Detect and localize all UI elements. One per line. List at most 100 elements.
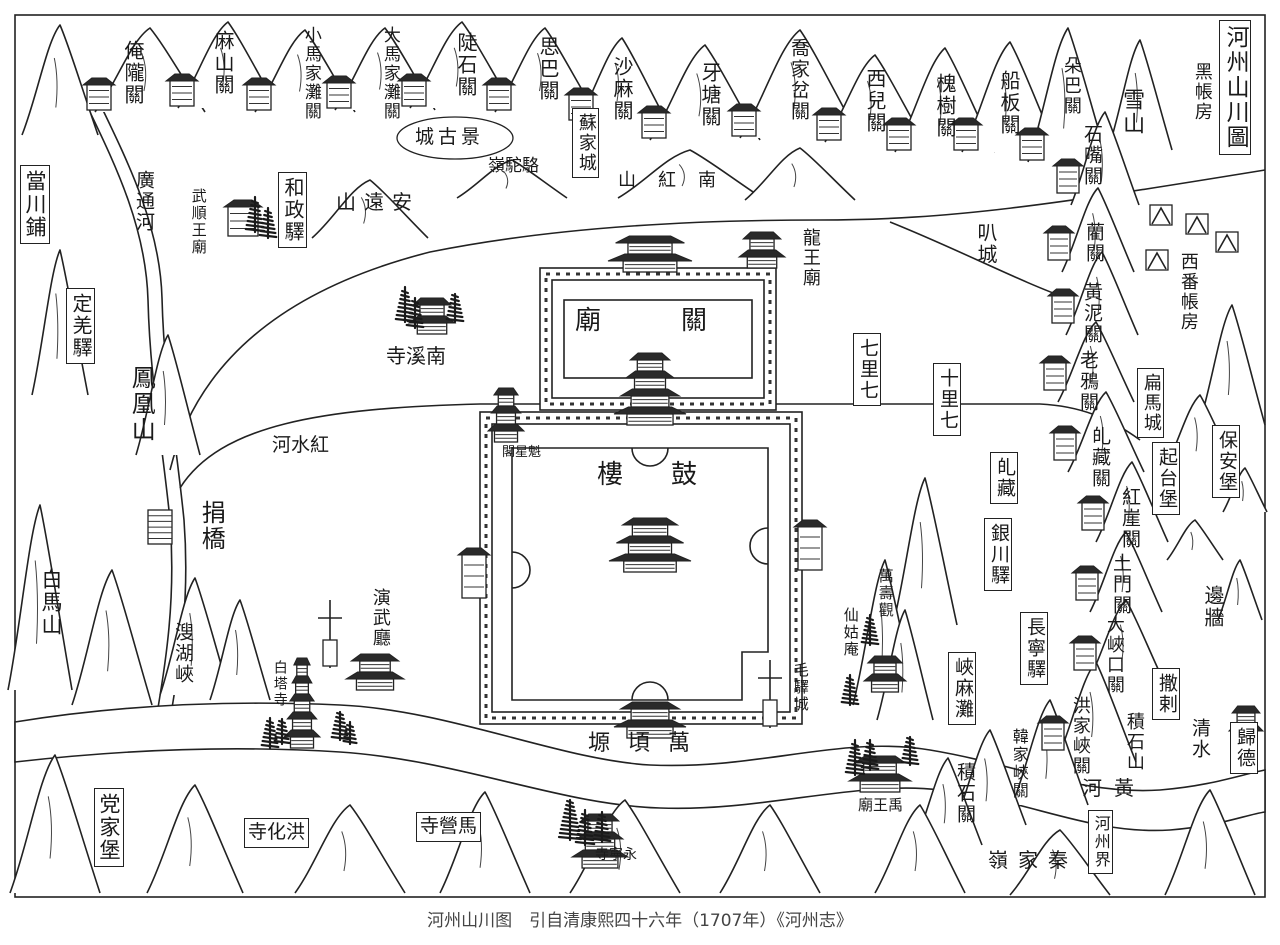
pass-gate-icon (1042, 225, 1076, 261)
label-pass-siba: 思巴關 (536, 36, 560, 102)
pass-gate-icon (321, 75, 357, 109)
pass-gate-icon (792, 519, 828, 571)
city-inner-square (511, 447, 769, 701)
label-maying-si: 馬營寺 (416, 812, 482, 842)
mountain-texture (937, 79, 942, 127)
label-kuixingge: 魁星閣 (502, 445, 542, 460)
mountain-peak (744, 147, 856, 201)
label-kucheng: 叭城 (974, 222, 998, 266)
label-luotuoling: 駱駝嶺 (488, 156, 539, 176)
north-main-tower (613, 352, 687, 426)
label-qilitun: 七里七 (853, 333, 881, 406)
mountain-texture (790, 62, 796, 112)
mountain-peak (311, 179, 429, 239)
label-heizhangfang: 黑帳房 (1191, 62, 1213, 122)
pass-gate-icon (811, 107, 847, 141)
label-xiangu-an: 仙姑庵 (841, 607, 860, 658)
label-dangjiabao: 党家堡 (94, 788, 125, 867)
mountain-texture (297, 54, 302, 92)
mountain-texture (1202, 821, 1207, 869)
mountain-texture (616, 827, 622, 870)
north-gate-tower (607, 235, 693, 273)
mountain-peak (9, 754, 101, 894)
label-maoyicheng: 毛驛城 (791, 662, 810, 713)
label-qitai-bao: 起台堡 (1152, 442, 1180, 515)
mountain-peak (439, 791, 531, 894)
label-pass-damajiatan: 大馬家灘關 (379, 26, 400, 121)
mountain-peak (1061, 187, 1135, 273)
mountain-peak (617, 149, 763, 199)
tree-icon (342, 720, 358, 746)
mountain-texture (678, 164, 685, 187)
tent-icon (1145, 249, 1169, 271)
mountain-peak (71, 569, 153, 706)
label-hezheng-yi: 和政驛 (278, 172, 307, 248)
mountain-peak (135, 334, 201, 456)
mountain-peak (719, 804, 821, 894)
mountain-texture (1236, 577, 1239, 606)
map-title: 河州山川圖 (1219, 20, 1252, 155)
pass-gate-icon (1076, 495, 1110, 531)
label-qingshui: 清水 (1188, 718, 1211, 760)
xiangu-nunnery-building (862, 655, 908, 693)
white-pagoda (282, 657, 322, 749)
pass-gate-icon (1038, 355, 1072, 391)
mountain-texture (912, 831, 917, 872)
tree-icon (900, 735, 920, 767)
mountain-texture (1120, 555, 1124, 593)
mountain-peak (294, 804, 406, 894)
mountain-peak (1087, 599, 1165, 683)
label-yinchuan-yi: 銀川驛 (984, 518, 1012, 591)
label-pass-chuanban: 船板關 (997, 70, 1021, 136)
mountain-texture (867, 80, 872, 121)
tree-icon (860, 738, 880, 772)
tree-icon (258, 206, 278, 240)
label-dingqiang-yi: 定羌驛 (66, 288, 95, 364)
mountain-texture (900, 642, 904, 693)
upper-road (169, 169, 1266, 471)
mountain-texture (537, 53, 542, 92)
label-pass-jishi: 積石關 (953, 762, 976, 825)
pass-gate-icon (1068, 635, 1102, 671)
label-pass-biezang: 癿藏關 (1088, 426, 1111, 489)
label-guanmiao: 關廟 (575, 306, 788, 336)
mountain-texture (53, 57, 58, 108)
label-guide: 歸德 (1230, 722, 1258, 774)
label-wushunwangmiao: 武順王廟 (189, 188, 208, 256)
south-gate-tower (613, 701, 687, 739)
mountain-texture (360, 197, 366, 224)
tree-icon (405, 296, 425, 330)
label-sujiacheng: 蘇家城 (572, 108, 599, 178)
mountain-texture (984, 758, 988, 802)
label-nanxi-si: 南溪寺 (386, 344, 446, 368)
mountain-peak (1067, 391, 1145, 473)
label-hezhou-jie: 河州界 (1088, 810, 1113, 874)
label-pass-xier: 西兒關 (863, 68, 887, 134)
label-pass-duoba: 朵巴關 (1060, 56, 1082, 116)
label-hongshuihe: 紅水河 (272, 434, 330, 456)
mountain-texture (1134, 72, 1138, 123)
mountain-peak (1107, 39, 1173, 151)
mountain-peak (7, 504, 73, 691)
tree-icon (260, 716, 280, 750)
label-pass-mashan: 麻山關 (211, 30, 235, 96)
mountain-texture (187, 817, 192, 867)
label-bianma-cheng: 扁馬城 (1137, 368, 1164, 438)
label-baoan-bao: 保安堡 (1212, 425, 1240, 498)
mountain-texture (1061, 68, 1066, 129)
mountain-peak (1166, 519, 1224, 561)
mountain-texture (1092, 213, 1096, 252)
pass-gate-icon (1070, 565, 1104, 601)
mountain-peak (456, 159, 568, 199)
label-pass-hongya: 紅崖關 (1118, 487, 1141, 550)
mountain-texture (341, 831, 347, 872)
label-yongning-si: 永寧寺 (595, 847, 637, 863)
pass-gate-icon (396, 73, 432, 107)
map-border (14, 14, 1266, 898)
mountain-texture (34, 560, 39, 644)
label-pass-huangni: 黃泥關 (1080, 282, 1103, 345)
trees (244, 195, 920, 847)
mountain-texture (377, 52, 382, 90)
jinggucheng-cloud (396, 116, 514, 160)
